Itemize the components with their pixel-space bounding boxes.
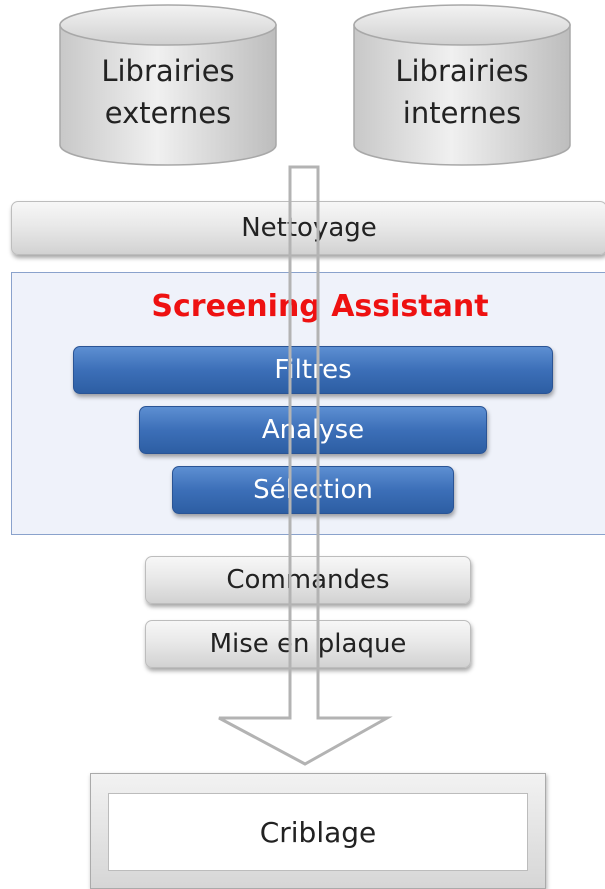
result-label-box: Criblage xyxy=(108,793,528,871)
step-orders: Commandes xyxy=(145,556,471,604)
source-internal-label: Librairies internes xyxy=(352,52,572,142)
step-plating-label: Mise en plaque xyxy=(209,629,407,659)
database-icon-internal xyxy=(353,4,571,166)
panel-title: Screening Assistant xyxy=(151,289,489,324)
stage-filters-label: Filtres xyxy=(274,355,352,385)
source-external-line1: Librairies xyxy=(101,54,235,88)
step-cleaning: Nettoyage xyxy=(11,201,605,255)
stage-selection-label: Sélection xyxy=(253,475,373,505)
source-external-label: Librairies externes xyxy=(58,52,278,142)
step-cleaning-label: Nettoyage xyxy=(241,213,377,243)
stage-analysis-label: Analyse xyxy=(261,415,365,445)
source-internal-line2: internes xyxy=(402,96,522,130)
result-box: Criblage xyxy=(90,773,546,889)
stage-selection: Sélection xyxy=(172,466,454,514)
step-plating: Mise en plaque xyxy=(145,620,471,668)
database-icon-external xyxy=(59,4,277,166)
source-internal-line1: Librairies xyxy=(395,54,529,88)
source-external-line2: externes xyxy=(104,96,232,130)
step-orders-label: Commandes xyxy=(226,565,390,595)
stage-filters: Filtres xyxy=(73,346,553,394)
stage-analysis: Analyse xyxy=(139,406,487,454)
result-label: Criblage xyxy=(259,815,377,849)
